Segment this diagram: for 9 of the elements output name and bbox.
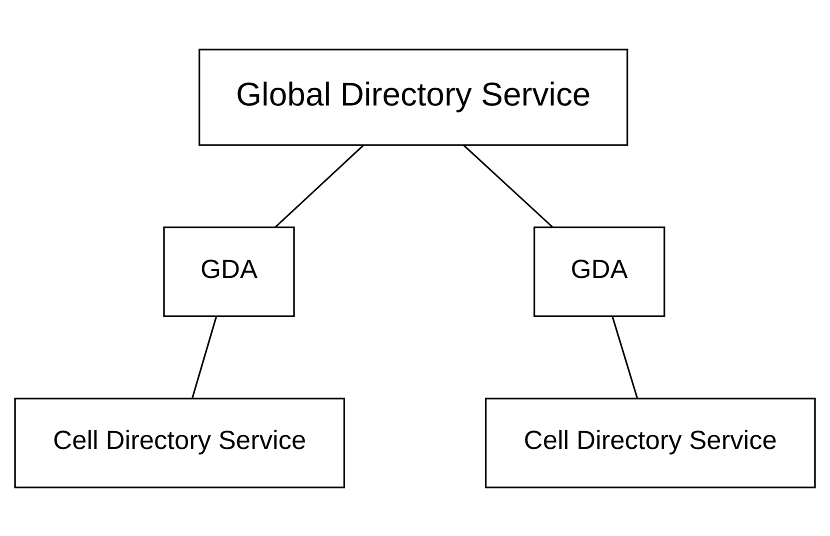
connector [274,144,364,228]
node-box: GDA [163,226,295,317]
node-box: Global Directory Service [198,48,628,146]
connector [463,144,554,228]
connector [192,316,218,398]
connector [612,316,638,398]
node-box: GDA [534,226,666,317]
node-box: Cell Directory Service [14,397,346,488]
node-box: Cell Directory Service [484,397,816,488]
